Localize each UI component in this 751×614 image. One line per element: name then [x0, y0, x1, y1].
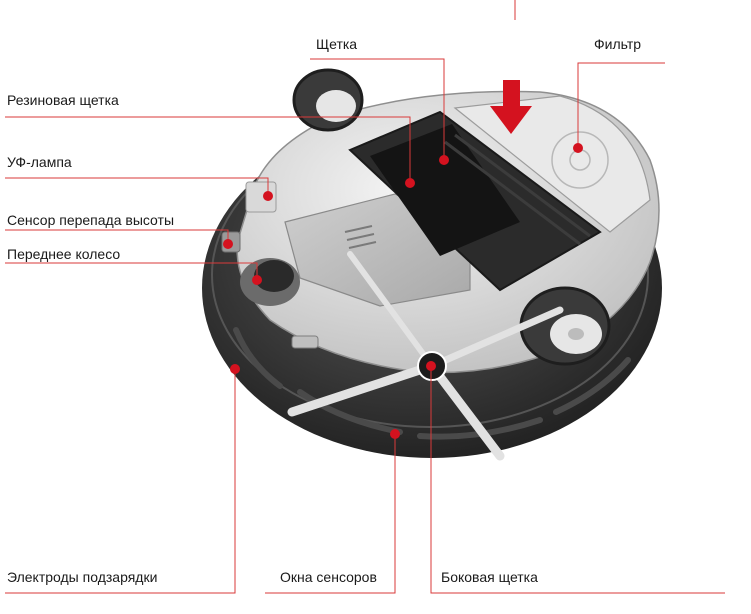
- label-charging-electrodes: Электроды подзарядки: [7, 569, 158, 585]
- marker-charging: [230, 364, 240, 374]
- marker-filter: [573, 143, 583, 153]
- leader-line-windows: [265, 434, 396, 594]
- cover-slots: [344, 225, 377, 249]
- label-rubber-brush: Резиновая щетка: [7, 92, 119, 108]
- label-side-brush: Боковая щетка: [441, 569, 538, 585]
- marker-rubber-brush: [405, 178, 415, 188]
- leader-line-side-brush: [430, 366, 725, 594]
- leader-lines: [5, 0, 725, 594]
- marker-windows: [390, 429, 400, 439]
- leader-line-filter: [577, 62, 665, 148]
- leader-line-cliff-sensor: [5, 229, 229, 244]
- label-filter: Фильтр: [594, 36, 642, 52]
- marker-front-wheel: [252, 275, 262, 285]
- filter-rosette: [551, 131, 609, 189]
- leader-line-brush: [310, 58, 445, 160]
- label-uv-lamp: УФ-лампа: [7, 154, 72, 170]
- marker-side-brush: [426, 361, 436, 371]
- right-wheel: [519, 286, 611, 366]
- marker-uv-lamp: [263, 191, 273, 201]
- left-wheel: [292, 68, 364, 132]
- charging-contact: [291, 335, 319, 349]
- leader-line-rubber-brush: [5, 116, 411, 183]
- leader-line-uv-lamp: [5, 177, 269, 196]
- leader-line-front-wheel: [5, 262, 258, 280]
- rubber-roller: [370, 124, 520, 256]
- label-brush: Щетка: [316, 36, 358, 52]
- marker-brush: [439, 155, 449, 165]
- label-front-wheel: Переднее колесо: [7, 246, 121, 262]
- leader-line-charging: [5, 369, 236, 594]
- callout-markers: [223, 143, 583, 439]
- label-cliff-sensor: Сенсор перепада высоты: [7, 212, 175, 228]
- front-caster-wheel: [240, 258, 300, 306]
- robot-body: [202, 68, 662, 461]
- side-brush: [287, 251, 564, 461]
- label-sensor-windows: Окна сенсоров: [280, 569, 377, 585]
- marker-cliff-sensor: [223, 239, 233, 249]
- insert-arrow-icon: [490, 80, 532, 134]
- bristle-rows: [444, 133, 591, 246]
